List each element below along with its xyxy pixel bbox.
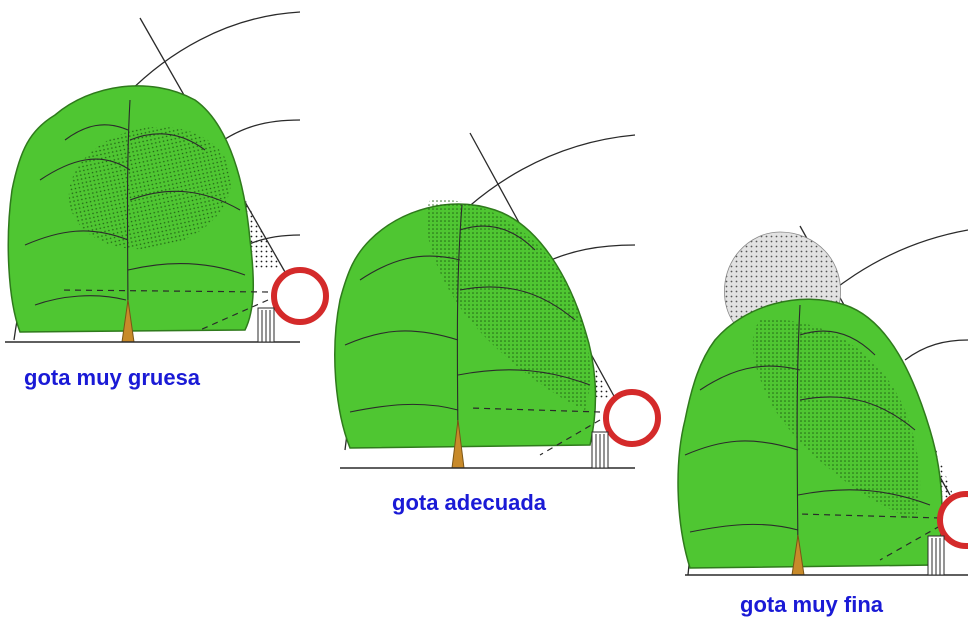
panel-fine-droplet — [678, 226, 968, 575]
caption-coarse-droplet: gota muy gruesa — [24, 365, 200, 391]
sprayer-nozzle — [592, 392, 658, 468]
reference-arc-inner — [905, 340, 968, 360]
caption-adequate-droplet: gota adecuada — [392, 490, 546, 516]
sprayer-nozzle — [258, 270, 326, 342]
panel-adequate-droplet — [335, 133, 658, 468]
caption-fine-droplet: gota muy fina — [740, 592, 883, 618]
panel-coarse-droplet — [5, 12, 326, 342]
